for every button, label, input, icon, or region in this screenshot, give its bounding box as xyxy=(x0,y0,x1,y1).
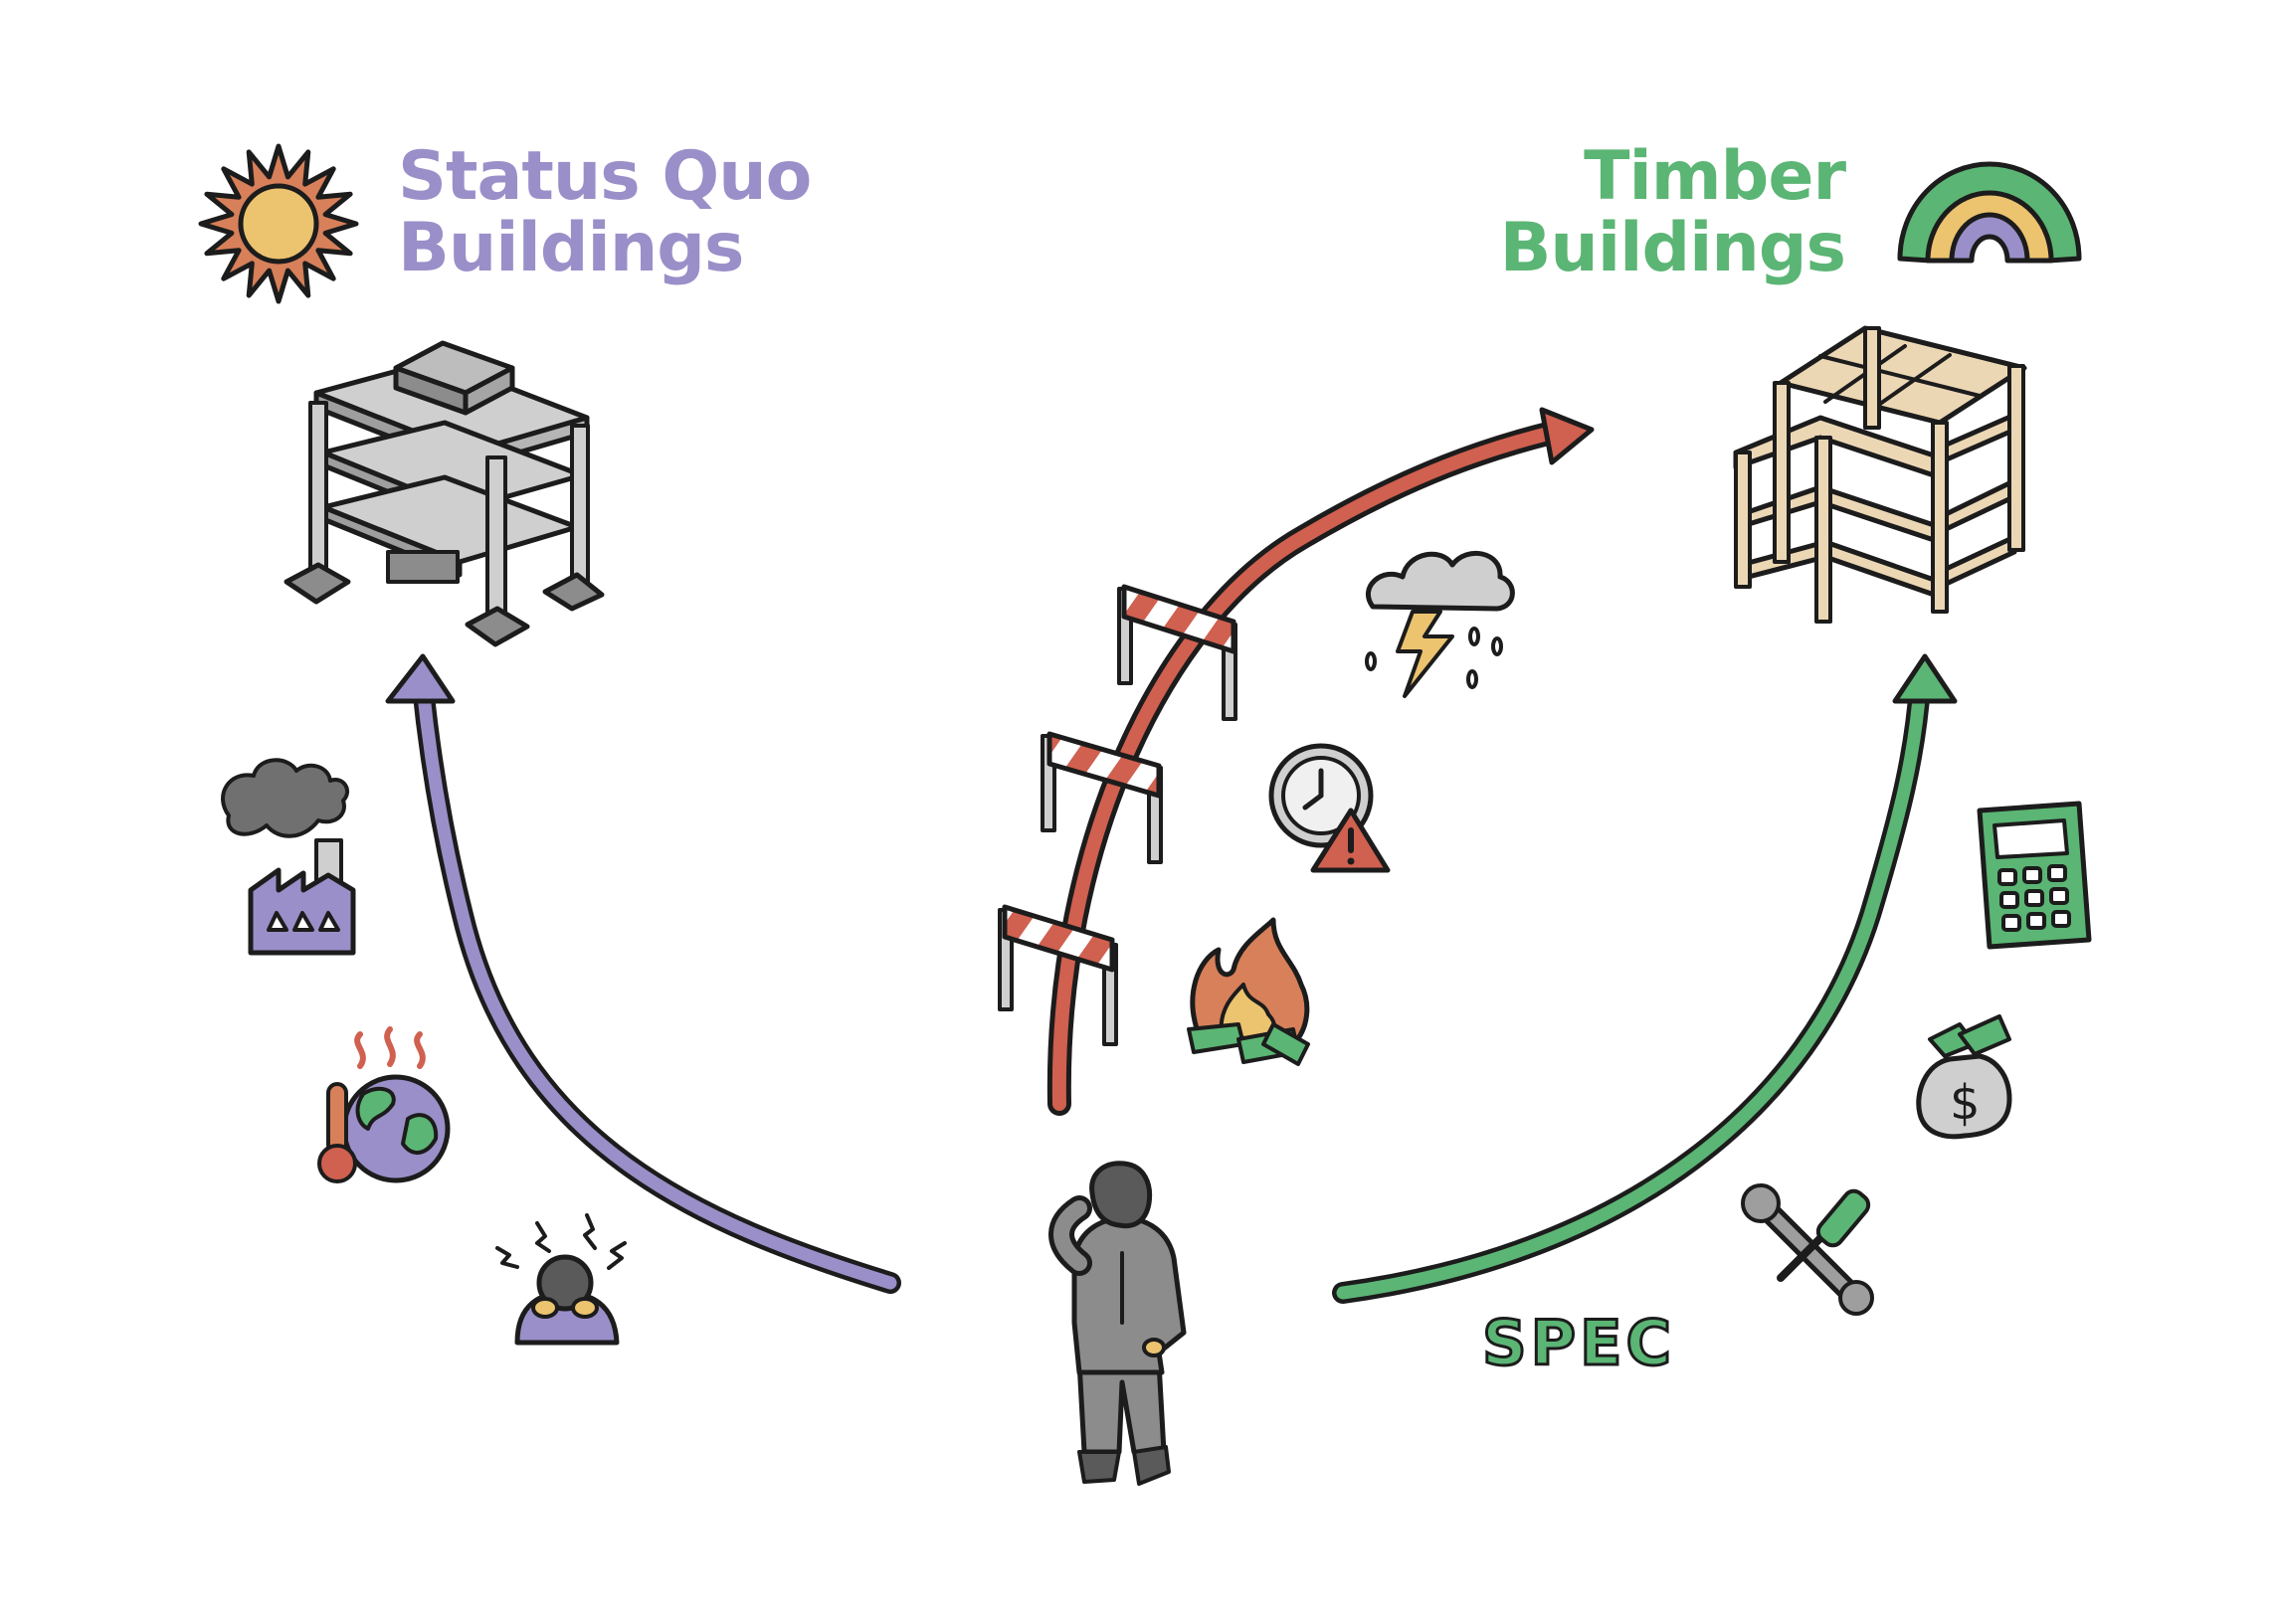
sun-icon xyxy=(198,143,359,304)
barrier-path-arrow xyxy=(1046,407,1595,1116)
barrier-icon xyxy=(1117,584,1237,721)
status-quo-path-arrow xyxy=(385,653,901,1294)
factory-smoke-icon xyxy=(221,758,356,956)
spec-label: SPEC xyxy=(1482,1307,1675,1379)
timber-heading: Timber Buildings xyxy=(1313,137,1846,287)
person-thinking-icon xyxy=(1048,1161,1187,1486)
timber-building-icon xyxy=(1733,325,2027,624)
barrier-icon xyxy=(1041,731,1163,864)
money-fire-icon xyxy=(1187,917,1310,1066)
status-quo-heading-line1: Status Quo xyxy=(398,137,812,216)
rainbow-icon xyxy=(1897,161,2082,264)
timber-path-arrow xyxy=(1332,653,1958,1304)
status-quo-heading: Status Quo Buildings xyxy=(398,137,812,287)
clock-warning-icon xyxy=(1268,743,1391,873)
dollar-sign: $ xyxy=(1950,1075,1981,1131)
barrier-icon xyxy=(998,904,1118,1046)
global-warming-icon xyxy=(317,1026,451,1183)
calculator-icon xyxy=(1977,801,2092,950)
status-quo-building-icon xyxy=(284,340,605,647)
storm-icon xyxy=(1365,550,1515,698)
timber-heading-line1: Timber xyxy=(1584,137,1846,216)
status-quo-heading-line2: Buildings xyxy=(398,209,744,287)
stressed-person-icon xyxy=(495,1213,627,1346)
money-bag-icon: $ xyxy=(1916,1014,2012,1140)
timber-heading-line2: Buildings xyxy=(1499,209,1846,287)
tools-icon xyxy=(1741,1183,1874,1316)
